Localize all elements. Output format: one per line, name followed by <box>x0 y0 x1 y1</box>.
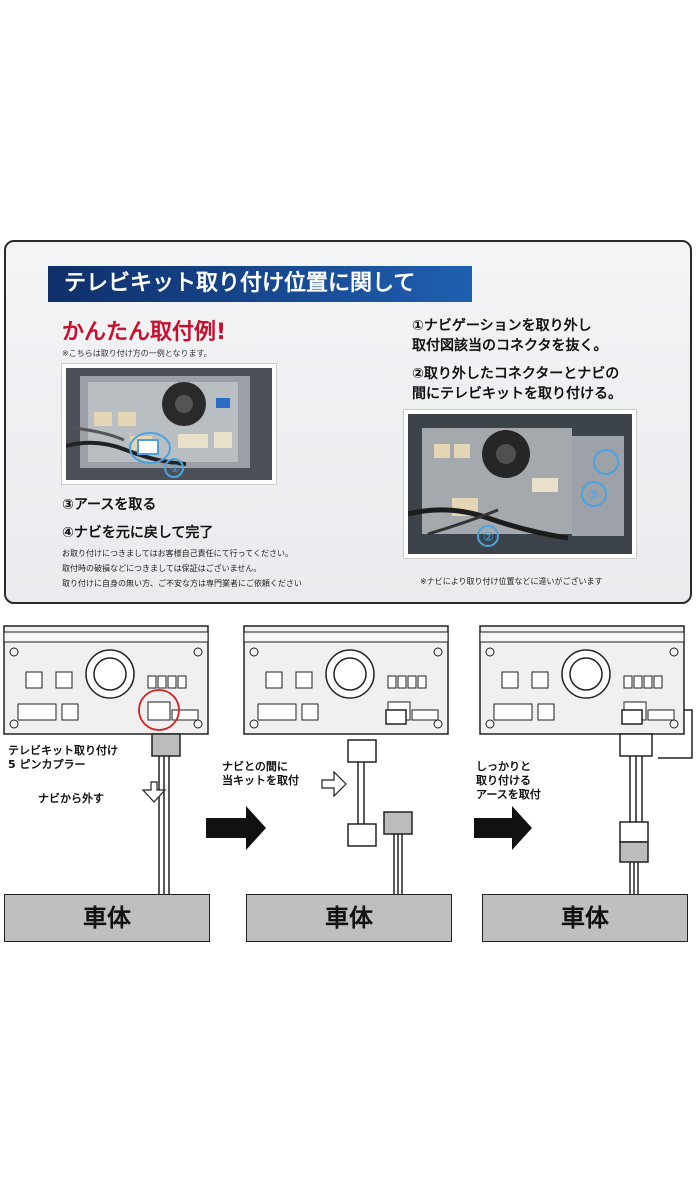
arrow-1 <box>206 806 266 850</box>
photo2-marker-2: ② <box>483 530 494 544</box>
diagram-3 <box>479 625 693 894</box>
step-2: ②取り外したコネクターとナビの 間にテレビキットを取り付ける。 <box>412 364 622 404</box>
vehicle-body-3: 車体 <box>482 894 688 942</box>
example-note: ※こちらは取り付け方の一例となります。 <box>62 349 212 358</box>
step-2-line-1: ②取り外したコネクターとナビの <box>412 366 620 382</box>
arrow-2 <box>474 806 532 850</box>
step-2-line-2: 間にテレビキットを取り付ける。 <box>412 386 622 402</box>
diagram-3-label: しっかりと 取り付ける アースを取付 <box>476 760 541 802</box>
diagram-1-label-line-2: 5 ピンカプラー <box>8 758 86 771</box>
diagram-2-label-line-2: 当キットを取付 <box>222 774 299 787</box>
disclaimer: お取り付けにつきましてはお客様自己責任にて行ってください。 取付時の破損などにつ… <box>62 546 302 591</box>
diagram-2-label-line-1: ナビとの間に <box>222 760 288 773</box>
diagram-3-label-line-1: しっかりと <box>476 760 531 773</box>
connector-highlight <box>138 689 180 731</box>
navi-unit-2 <box>243 625 449 735</box>
easy-install-title: かんたん取付例! <box>62 320 227 345</box>
install-photo-1: ① <box>62 364 276 484</box>
vehicle-body-1: 車体 <box>4 894 210 942</box>
navi-unit-3 <box>479 625 685 735</box>
install-photo-2: ② ③ <box>404 410 636 558</box>
diagram-1-action: ナビから外す <box>38 792 104 805</box>
diagram-2 <box>243 625 449 894</box>
step-1: ①ナビゲーションを取り外し 取付図該当のコネクタを抜く。 <box>412 316 607 356</box>
step-4: ④ナビを元に戻して完了 <box>62 525 214 541</box>
disclaimer-line-1: お取り付けにつきましてはお客様自己責任にて行ってください。 <box>62 549 293 558</box>
step-3: ③アースを取る <box>62 497 157 513</box>
diagram-3-label-line-2: 取り付ける <box>476 774 531 787</box>
diagram-1-label-line-1: テレビキット取り付け <box>8 744 118 757</box>
step-1-line-1: ①ナビゲーションを取り外し <box>412 318 592 334</box>
diagram-1-label: テレビキット取り付け 5 ピンカプラー <box>8 744 118 772</box>
photo1-marker: ① <box>170 462 180 475</box>
vehicle-body-2: 車体 <box>246 894 452 942</box>
diagram-1 <box>3 625 209 894</box>
position-note: ※ナビにより取り付け位置などに違いがございます <box>420 577 603 586</box>
disclaimer-line-2: 取付時の破損などにつきましては保証はございません。 <box>62 564 262 573</box>
photo2-marker-3: ③ <box>588 488 599 502</box>
diagram-3-label-line-3: アースを取付 <box>476 788 541 801</box>
diagram-2-label: ナビとの間に 当キットを取付 <box>222 760 299 788</box>
step-1-line-2: 取付図該当のコネクタを抜く。 <box>412 338 608 354</box>
panel-banner: テレビキット取り付け位置に関して <box>48 266 472 302</box>
disclaimer-line-3: 取り付けに自身の無い方、ご不安な方は専門業者にご依頼ください <box>62 579 302 588</box>
wiring-diagrams <box>3 625 693 894</box>
